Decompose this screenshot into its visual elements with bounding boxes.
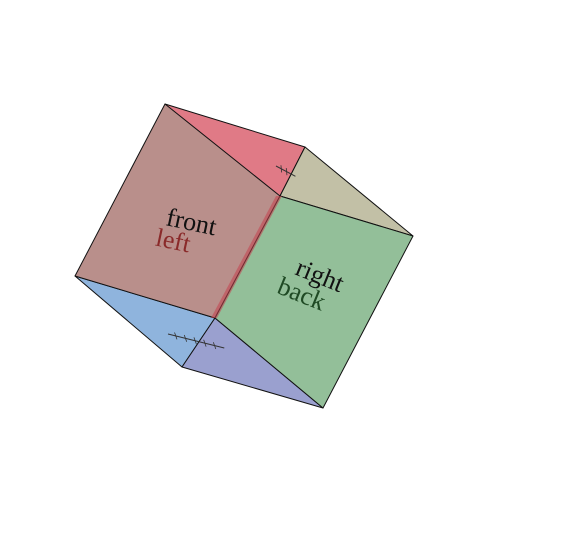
left-face-label: left	[153, 223, 194, 259]
bottom-face-edge-mark	[167, 332, 225, 350]
top-face-edge-mark	[275, 165, 296, 177]
cube-edge-strip	[211, 196, 282, 318]
